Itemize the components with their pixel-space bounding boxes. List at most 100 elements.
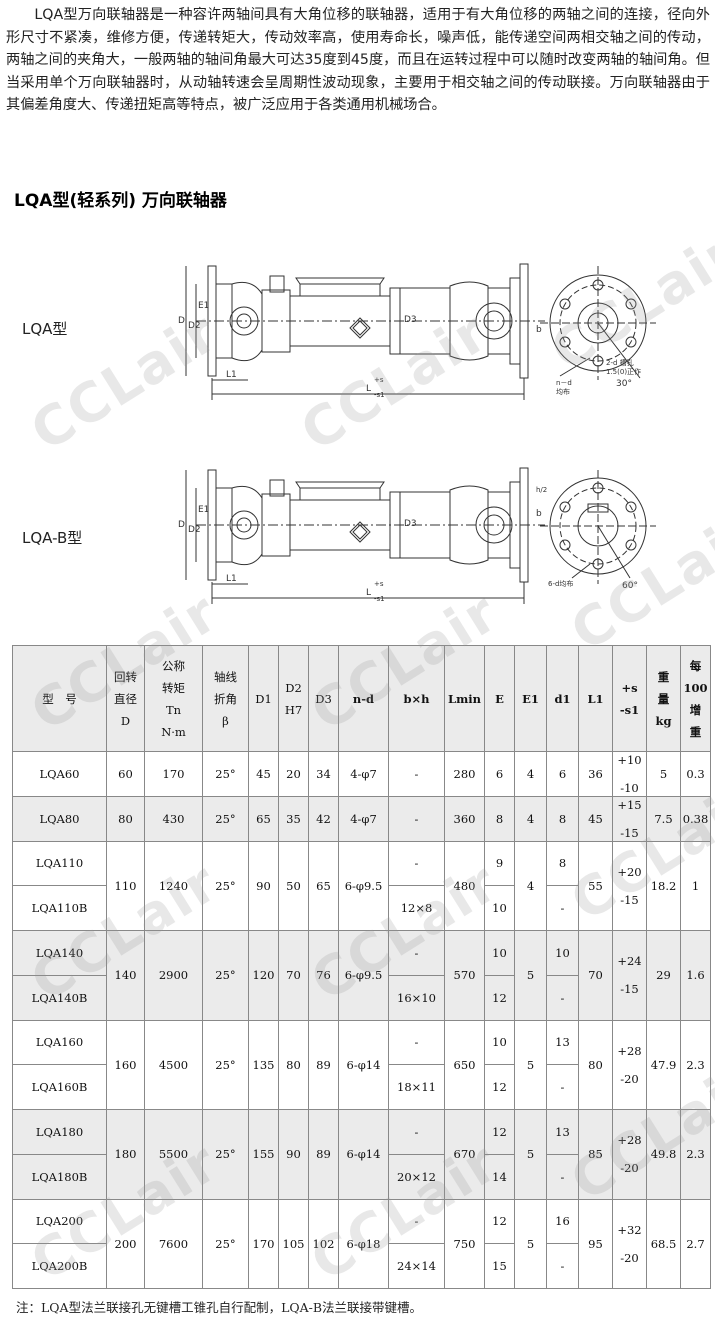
cell-beta: 25° [202,751,249,797]
cell-kg: 47.9 [646,1019,681,1110]
cell-bh: 24×14 [388,1243,445,1289]
dim2-D3: D3 [404,519,417,529]
dim2-tol-minus: -s1 [374,595,385,603]
dim-D2: D2 [188,321,201,331]
cell-L1: 95 [578,1198,613,1289]
cell-D1: 90 [248,840,279,931]
dim2-L1: L1 [226,574,237,584]
header-text: 量 [657,691,670,706]
cell-D: 140 [106,930,145,1021]
cell-Tn: 7600 [144,1198,203,1289]
cell-Lmin: 670 [444,1109,485,1200]
cell-D: 200 [106,1198,145,1289]
dim-b: b [536,325,542,335]
cell-E: 8 [484,795,515,842]
cell-Tn: 5500 [144,1109,203,1200]
cell-s: +15-15 [612,795,647,842]
cell-L1: 80 [578,1019,613,1110]
cell-bh: 20×12 [388,1153,445,1200]
cell-beta: 25° [202,1109,249,1200]
cell-beta: 25° [202,840,249,931]
cell-Tn: 1240 [144,840,203,931]
dim2-holes: 6-d均布 [548,579,573,588]
cell-nd: 6-φ9.5 [338,930,389,1021]
dim-tol-plus: +s [374,376,384,384]
cell-d1: 13 [546,1019,579,1066]
cell-d1: 6 [546,751,579,797]
dim-notch2: 1.5(0)正作 [606,367,641,376]
cell-model: LQA140B [12,974,107,1021]
cell-D2: 80 [278,1019,309,1110]
cell-E: 6 [484,751,515,797]
header-d1: d1 [546,645,579,752]
header-text: D3 [315,691,332,706]
header-text: d1 [554,691,571,706]
cell-D: 160 [106,1019,145,1110]
cell-L1: 55 [578,840,613,931]
cell-D1: 135 [248,1019,279,1110]
cell-E1: 5 [514,1198,547,1289]
cell-D: 180 [106,1109,145,1200]
header-text: 轴线 [214,669,237,684]
cell-D3: 34 [308,751,339,797]
header-text: 直径 [114,691,137,706]
cell-kg: 18.2 [646,840,681,931]
cell-D1: 170 [248,1198,279,1289]
header-E: E [484,645,515,752]
header-text: n-d [352,691,375,706]
cell-D2: 20 [278,751,309,797]
header-text: D1 [255,691,272,706]
cell-Tn: 170 [144,751,203,797]
cell-add: 2.3 [680,1019,711,1110]
cell-D2: 105 [278,1198,309,1289]
cell-d1: 8 [546,840,579,887]
cell-L1: 70 [578,930,613,1021]
cell-E: 12 [484,1109,515,1155]
cell-Lmin: 360 [444,795,485,842]
cell-Lmin: 750 [444,1198,485,1289]
cell-model: LQA180 [12,1109,107,1155]
cell-D3: 102 [308,1198,339,1289]
cell-d1: 10 [546,930,579,976]
cell-D1: 155 [248,1109,279,1200]
cell-E: 10 [484,885,515,931]
cell-d1: - [546,1243,579,1289]
cell-nd: 6-φ14 [338,1019,389,1110]
cell-bh: - [388,840,445,887]
cell-D: 110 [106,840,145,931]
cell-L1: 36 [578,751,613,797]
cell-D2: 50 [278,840,309,931]
cell-d1: - [546,974,579,1021]
cell-E1: 4 [514,751,547,797]
dim2-E1: E1 [198,505,209,515]
cell-model: LQA160 [12,1019,107,1066]
cell-L1: 85 [578,1109,613,1200]
cell-Lmin: 480 [444,840,485,931]
cell-bh: - [388,1109,445,1155]
header-text: 重 [657,669,670,684]
cell-bh: - [388,1198,445,1245]
cell-L1: 45 [578,795,613,842]
cell-add: 1 [680,840,711,931]
header-text: D [120,713,131,728]
cell-add: 1.6 [680,930,711,1021]
dim-angle: 30° [616,379,632,389]
cell-model: LQA110 [12,840,107,887]
cell-Tn: 2900 [144,930,203,1021]
cell-D2: 90 [278,1109,309,1200]
dim-D: D [178,316,185,326]
cell-D3: 76 [308,930,339,1021]
dim-nd: n－d [556,379,572,387]
header-text: 每 [689,658,702,673]
cell-model: LQA200B [12,1243,107,1289]
header-text: E1 [522,691,539,706]
cell-model: LQA110B [12,885,107,931]
header-text: D2 [285,680,302,695]
header-model: 型 号 [12,645,107,752]
